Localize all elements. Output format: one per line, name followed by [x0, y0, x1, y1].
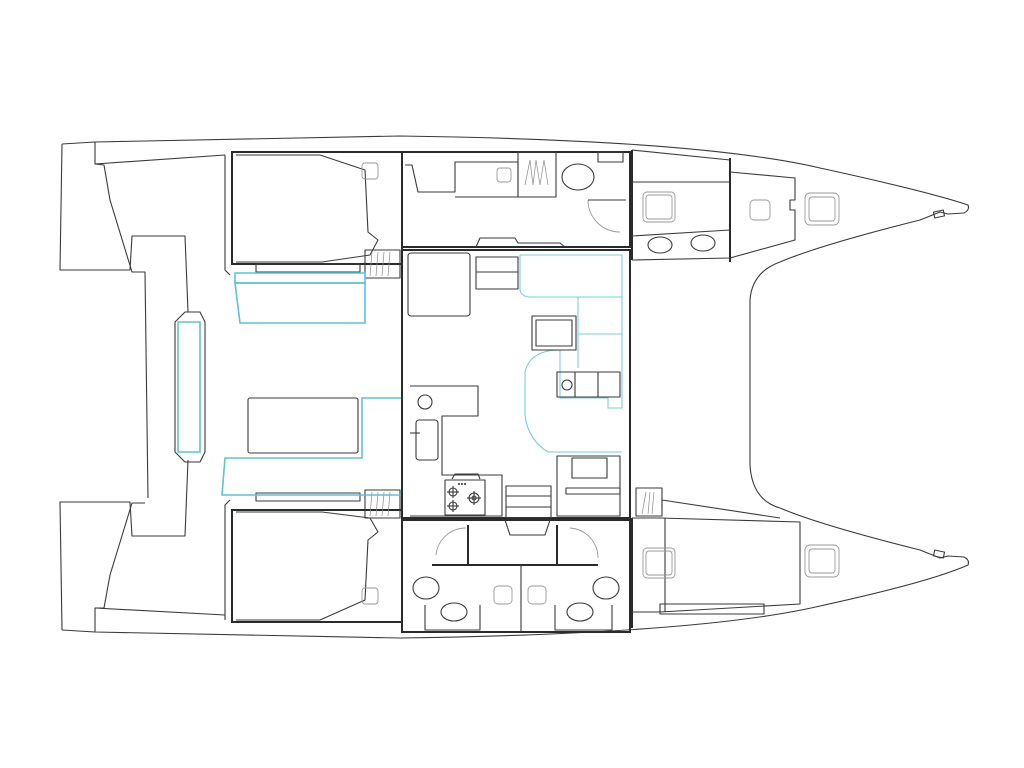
galley-sink-icon — [415, 419, 439, 461]
hatch-icon — [493, 585, 513, 605]
cockpit-table — [247, 397, 359, 454]
aft-port-cabin — [231, 151, 403, 279]
starboard-heads — [401, 519, 631, 633]
saloon — [401, 249, 631, 519]
washbasin-icon — [647, 236, 673, 254]
washbasin-icon — [566, 602, 594, 622]
port-galley-cabin — [401, 151, 631, 248]
hatch-icon — [527, 585, 547, 605]
hatch-icon — [804, 192, 840, 226]
toilet-icon — [561, 163, 595, 191]
burner-icon — [447, 486, 459, 498]
dinette-table — [531, 315, 577, 351]
forward-port-cabin — [631, 149, 840, 262]
chart-table — [407, 252, 471, 317]
washbasin-icon — [440, 602, 468, 622]
burner-icon — [467, 491, 481, 505]
cockpit — [174, 272, 403, 496]
hatch-icon — [642, 547, 676, 579]
washbasin-icon — [690, 234, 716, 252]
hatch-icon — [361, 587, 379, 605]
aft-starboard-cabin — [231, 489, 403, 623]
stove-icon — [444, 479, 486, 516]
hatch-icon — [361, 162, 379, 180]
hatch-icon — [642, 191, 676, 223]
sink-icon — [496, 167, 512, 183]
toilet-icon — [412, 576, 440, 600]
toilet-icon — [592, 576, 620, 600]
forward-starboard-cabin — [631, 487, 840, 628]
hull-outline — [59, 135, 970, 639]
hatch-icon — [749, 199, 771, 221]
burner-icon — [447, 500, 459, 512]
hatch-icon — [804, 544, 840, 578]
